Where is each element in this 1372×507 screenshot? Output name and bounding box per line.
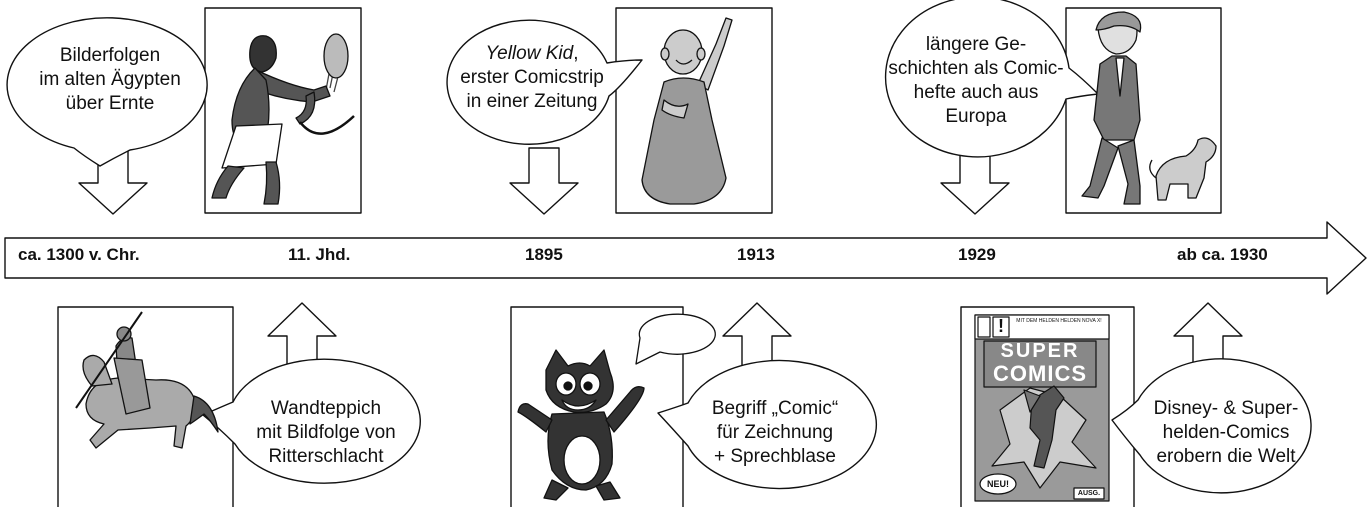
bubble-yellow-kid-title-line: Yellow Kid, [449,42,615,66]
egyptian-harvester-illustration [211,33,355,205]
bubble-egypt-line-2: im alten Ägypten [39,69,181,90]
bubble-yellow-kid [446,19,643,145]
bubble-egypt [6,17,208,167]
bubble-yellow-kid-line-1: erster Comicstrip [460,67,604,88]
bubble-europe-line-3: hefte auch aus [913,82,1039,103]
bubble-egypt-line-3: über Ernte [65,93,155,114]
bubble-disney-line-1: Disney- & Super- [1153,398,1299,419]
year-label-1895: 1895 [525,245,563,264]
bubble-tapestry-line-3: Ritterschlacht [268,446,384,467]
cover-exclamation: ! [998,316,1004,336]
cover-header-text: MIT DEM HELDEN HELDEN NOVA X! [1016,318,1102,324]
yellow-kid-title: Yellow Kid [485,43,574,64]
bubble-europe-text: längere Ge- schichten als Comic- hefte a… [884,33,1068,129]
bubble-tapestry-text: Wandteppich mit Bildfolge von Ritterschl… [235,397,417,469]
bubble-comic-term-text: Begriff „Comic“ für Zeichnung + Sprechbl… [685,397,865,469]
cover-issue: AUSG. [1077,490,1101,497]
bubble-europe-line-2: schichten als Comic- [888,58,1064,79]
cover-title-top: SUPER [1000,340,1080,362]
bubble-europe-line-1: längere Ge- [925,34,1027,55]
year-label-11th-century: 11. Jhd. [288,245,351,264]
year-label-1929: 1929 [958,245,996,264]
bubble-europe-line-4: Europa [945,106,1007,127]
yellow-kid-illustration [641,17,733,205]
bubble-yellow-kid-text: Yellow Kid, erster Comicstrip in einer Z… [449,42,615,114]
bubble-europe [884,0,1099,158]
timeline-arrow [4,221,1367,295]
arrow-down-egypt [78,147,148,215]
year-label-1913: 1913 [737,245,775,264]
arrow-down-europe [940,147,1010,215]
bubble-comic-term-line-3: + Sprechblase [714,446,836,467]
bubble-tapestry-line-1: Wandteppich [270,398,382,419]
bubble-disney-line-3: erobern die Welt [1156,446,1296,467]
yellow-kid-title-suffix: , [573,43,579,64]
year-label-1300bc: ca. 1300 v. Chr. [18,245,140,264]
bubble-yellow-kid-line-2: in einer Zeitung [466,91,598,112]
cover-title-bottom: COMICS [993,361,1087,386]
bubble-comic-term-line-2: für Zeichnung [716,422,834,443]
year-label-from-1930: ab ca. 1930 [1177,245,1268,264]
bubble-tapestry [202,358,421,484]
bubble-disney [1111,358,1312,494]
bubble-egypt-text: Bilderfolgen im alten Ägypten über Ernte [20,44,200,116]
comic-cover-illustration [974,314,1110,502]
bubble-comic-term-line-1: Begriff „Comic“ [711,398,839,419]
arrow-down-yellow-kid [509,147,579,215]
bubble-egypt-line-1: Bilderfolgen [59,45,161,66]
cover-badge: NEU! [987,479,1009,489]
cat-with-speech-bubble-illustration [517,313,716,501]
bubble-tapestry-line-2: mit Bildfolge von [256,422,396,443]
boy-and-dog-illustration [1081,11,1217,205]
bubble-disney-text: Disney- & Super- helden-Comics erobern d… [1135,397,1317,469]
knight-on-horse-illustration [75,311,219,449]
bubble-comic-term [657,359,877,490]
bubble-disney-line-2: helden-Comics [1162,422,1290,443]
